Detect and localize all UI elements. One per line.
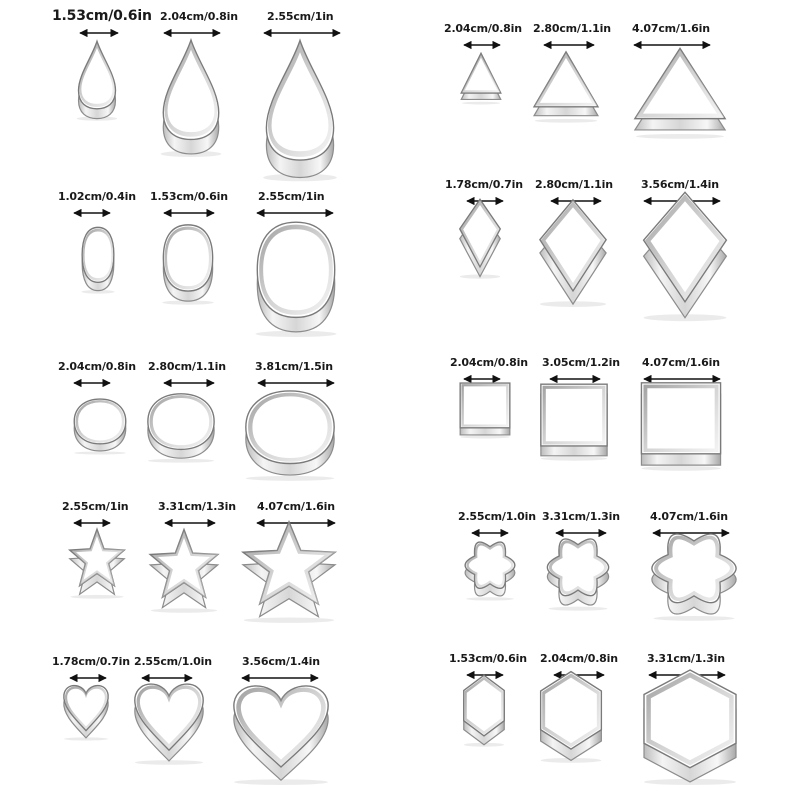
dimension-arrow-icon — [262, 29, 342, 37]
dimension-arrow-icon — [163, 519, 217, 527]
star-cutter-icon — [68, 528, 126, 599]
oval-cutter-icon — [160, 222, 216, 305]
size-label: 1.02cm/0.4in — [58, 190, 136, 203]
size-label: 3.56cm/1.4in — [242, 655, 320, 668]
size-label: 3.31cm/1.3in — [647, 652, 725, 665]
dimension-arrow-icon — [642, 375, 722, 383]
size-label: 3.31cm/1.3in — [542, 510, 620, 523]
size-label: 4.07cm/1.6in — [650, 510, 728, 523]
dimension-arrow-icon — [549, 197, 603, 205]
circle-cutter-icon — [242, 386, 338, 481]
dimension-arrow-icon — [68, 674, 108, 682]
size-label: 2.80cm/1.1in — [148, 360, 226, 373]
size-label: 4.07cm/1.6in — [642, 356, 720, 369]
teardrop-cutter-icon — [260, 38, 340, 182]
dimension-arrow-icon — [462, 375, 502, 383]
dimension-arrow-icon — [548, 375, 602, 383]
size-label: 3.81cm/1.5in — [255, 360, 333, 373]
star-cutter-icon — [148, 528, 220, 613]
dimension-arrow-icon — [255, 519, 337, 527]
oval-cutter-icon — [252, 218, 340, 338]
dimension-arrow-icon — [256, 379, 336, 387]
dimension-arrow-icon — [162, 29, 222, 37]
size-label: 2.04cm/0.8in — [160, 10, 238, 23]
size-label: 1.53cm/0.6in — [52, 8, 152, 24]
star-cutter-icon — [240, 520, 338, 623]
heart-cutter-icon — [62, 680, 110, 741]
size-label: 1.78cm/0.7in — [445, 178, 523, 191]
dimension-arrow-icon — [554, 529, 608, 537]
circle-cutter-icon — [72, 396, 128, 455]
dimension-arrow-icon — [651, 529, 731, 537]
hexagon-cutter-icon — [640, 668, 740, 786]
dimension-arrow-icon — [255, 209, 335, 217]
size-label: 1.53cm/0.6in — [449, 652, 527, 665]
heart-cutter-icon — [132, 676, 206, 765]
dimension-arrow-icon — [470, 529, 510, 537]
dimension-arrow-icon — [72, 209, 112, 217]
size-label: 2.55cm/1in — [62, 500, 129, 513]
dimension-arrow-icon — [72, 379, 112, 387]
size-label: 1.78cm/0.7in — [52, 655, 130, 668]
size-label: 2.55cm/1in — [258, 190, 325, 203]
flower-cutter-icon — [464, 538, 516, 601]
dimension-arrow-icon — [140, 674, 194, 682]
size-label: 2.55cm/1.0in — [134, 655, 212, 668]
dimension-arrow-icon — [462, 41, 502, 49]
dimension-arrow-icon — [162, 379, 216, 387]
dimension-arrow-icon — [72, 519, 112, 527]
size-label: 2.04cm/0.8in — [58, 360, 136, 373]
oval-cutter-icon — [80, 225, 116, 294]
size-label: 2.04cm/0.8in — [540, 652, 618, 665]
size-label: 3.56cm/1.4in — [641, 178, 719, 191]
size-label: 3.31cm/1.3in — [158, 500, 236, 513]
size-label: 2.55cm/1.0in — [458, 510, 536, 523]
size-label: 4.07cm/1.6in — [257, 500, 335, 513]
size-label: 2.04cm/0.8in — [450, 356, 528, 369]
size-label: 4.07cm/1.6in — [632, 22, 710, 35]
circle-cutter-icon — [145, 390, 217, 463]
dimension-arrow-icon — [465, 197, 505, 205]
square-cutter-icon — [638, 378, 724, 471]
rhombus-cutter-icon — [458, 198, 502, 279]
size-label: 3.05cm/1.2in — [542, 356, 620, 369]
flower-cutter-icon — [546, 534, 610, 611]
teardrop-cutter-icon — [158, 38, 224, 158]
square-cutter-icon — [538, 380, 610, 461]
dimension-arrow-icon — [240, 674, 320, 682]
dimension-arrow-icon — [78, 29, 120, 37]
dimension-arrow-icon — [465, 671, 505, 679]
size-label: 2.55cm/1in — [267, 10, 334, 23]
triangle-cutter-icon — [632, 46, 728, 139]
size-label: 2.80cm/1.1in — [535, 178, 613, 191]
size-label: 2.04cm/0.8in — [444, 22, 522, 35]
dimension-arrow-icon — [552, 671, 606, 679]
teardrop-cutter-icon — [75, 40, 119, 121]
dimension-arrow-icon — [162, 209, 216, 217]
hexagon-cutter-icon — [462, 674, 506, 747]
size-label: 1.53cm/0.6in — [150, 190, 228, 203]
hexagon-cutter-icon — [538, 670, 604, 763]
triangle-cutter-icon — [532, 50, 600, 123]
size-label: 2.80cm/1.1in — [533, 22, 611, 35]
rhombus-cutter-icon — [537, 198, 609, 307]
flower-cutter-icon — [650, 528, 738, 621]
heart-cutter-icon — [230, 676, 332, 785]
triangle-cutter-icon — [460, 52, 502, 105]
rhombus-cutter-icon — [640, 190, 730, 322]
dimension-arrow-icon — [542, 41, 596, 49]
square-cutter-icon — [458, 380, 512, 439]
dimension-arrow-icon — [632, 41, 712, 49]
